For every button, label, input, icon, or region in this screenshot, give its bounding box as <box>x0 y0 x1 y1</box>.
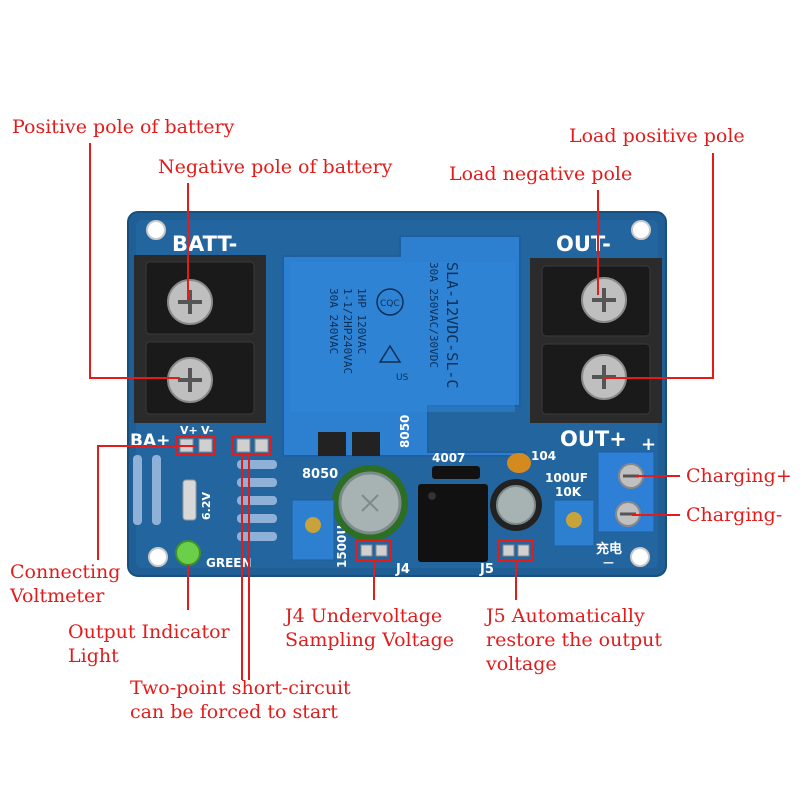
battery-terminal-block <box>134 255 266 423</box>
label-load-positive: Load positive pole <box>569 125 745 147</box>
potentiometer <box>553 499 595 547</box>
silk-chongdian: 充电 <box>596 541 622 557</box>
silk-ba-plus: BA+ <box>130 431 170 451</box>
warning-triangle-icon <box>378 344 402 363</box>
j5-header <box>502 544 530 557</box>
silk-out-minus: OUT- <box>556 232 611 256</box>
label-charging-minus: Charging- <box>686 504 783 526</box>
relay-ac-text: 30A 240VAC <box>327 288 340 354</box>
silk-minus: — <box>603 556 614 569</box>
label-positive-battery: Positive pole of battery <box>12 116 235 138</box>
transistor <box>352 432 380 456</box>
charging-connector <box>597 451 655 533</box>
green-led-icon <box>175 540 201 566</box>
ceramic-capacitor <box>507 453 531 473</box>
relay-cqc: CQC <box>380 299 400 309</box>
relay-hp-text: 1HP 120VAC <box>355 288 368 354</box>
silk-j5: J5 <box>479 562 494 577</box>
label-short-circuit: Two-point short-circuit can be forced to… <box>130 677 351 723</box>
silk-6v2: 6.2V <box>200 492 213 520</box>
label-charging-plus: Charging+ <box>686 465 792 487</box>
silk-1500u: 1500U <box>335 525 349 568</box>
small-capacitor <box>490 479 542 531</box>
leader-voltmeter <box>97 445 196 560</box>
silk-j4: J4 <box>395 562 410 577</box>
silk-batt: BATT- <box>172 232 237 256</box>
ic-chip <box>418 484 488 562</box>
silk-10k: 10K <box>555 485 582 499</box>
resistors <box>133 455 277 541</box>
relay-model-text: SLA-12VDC-SL-C <box>443 262 461 388</box>
zener-diode <box>182 479 197 521</box>
mounting-hole-icon <box>631 220 651 240</box>
silk-100uf: 100UF <box>545 471 588 485</box>
rectifier-diode <box>432 466 480 479</box>
relay-hp2-text: 1-1/2HP240VAC <box>341 288 354 374</box>
label-j5: J5 Automatically restore the output volt… <box>486 605 663 675</box>
silk-out-plus: OUT+ <box>560 427 627 451</box>
label-j4: J4 Undervoltage Sampling Voltage <box>285 605 454 651</box>
electrolytic-capacitor <box>332 465 408 541</box>
silk-green: GREEN <box>206 556 252 570</box>
silk-4007: 4007 <box>432 451 465 465</box>
label-negative-battery: Negative pole of battery <box>158 156 393 178</box>
label-load-negative: Load negative pole <box>449 163 633 185</box>
silk-plus: + <box>641 434 656 455</box>
potentiometer <box>291 499 335 561</box>
silk-104: 104 <box>531 449 556 463</box>
leader-positive-battery <box>89 143 180 379</box>
force-start-header <box>236 438 269 453</box>
force-start-highlight-box <box>232 435 272 456</box>
relay-rating-text: 30A 250VAC/30VDC <box>427 262 440 368</box>
silk-8050-a: 8050 <box>302 467 338 482</box>
relay-us: US <box>396 373 409 383</box>
cqc-logo-icon <box>376 288 404 316</box>
silk-8050-b: 8050 <box>398 415 412 448</box>
relay: SLA-12VDC-SL-C 30A 250VAC/30VDC 1HP 120V… <box>282 235 526 457</box>
leader-load-positive <box>604 153 714 379</box>
silk-v-minus: V- <box>201 424 213 437</box>
output-terminal-block <box>530 258 662 423</box>
j4-header <box>360 544 388 557</box>
mounting-hole-icon <box>148 547 168 567</box>
label-output-indicator: Output Indicator Light <box>68 621 230 667</box>
label-connecting-voltmeter: Connecting Voltmeter <box>10 561 121 607</box>
mounting-hole-icon <box>630 547 650 567</box>
transistor <box>318 432 346 456</box>
mounting-hole-icon <box>146 220 166 240</box>
silk-v-plus: V+ <box>180 424 198 437</box>
